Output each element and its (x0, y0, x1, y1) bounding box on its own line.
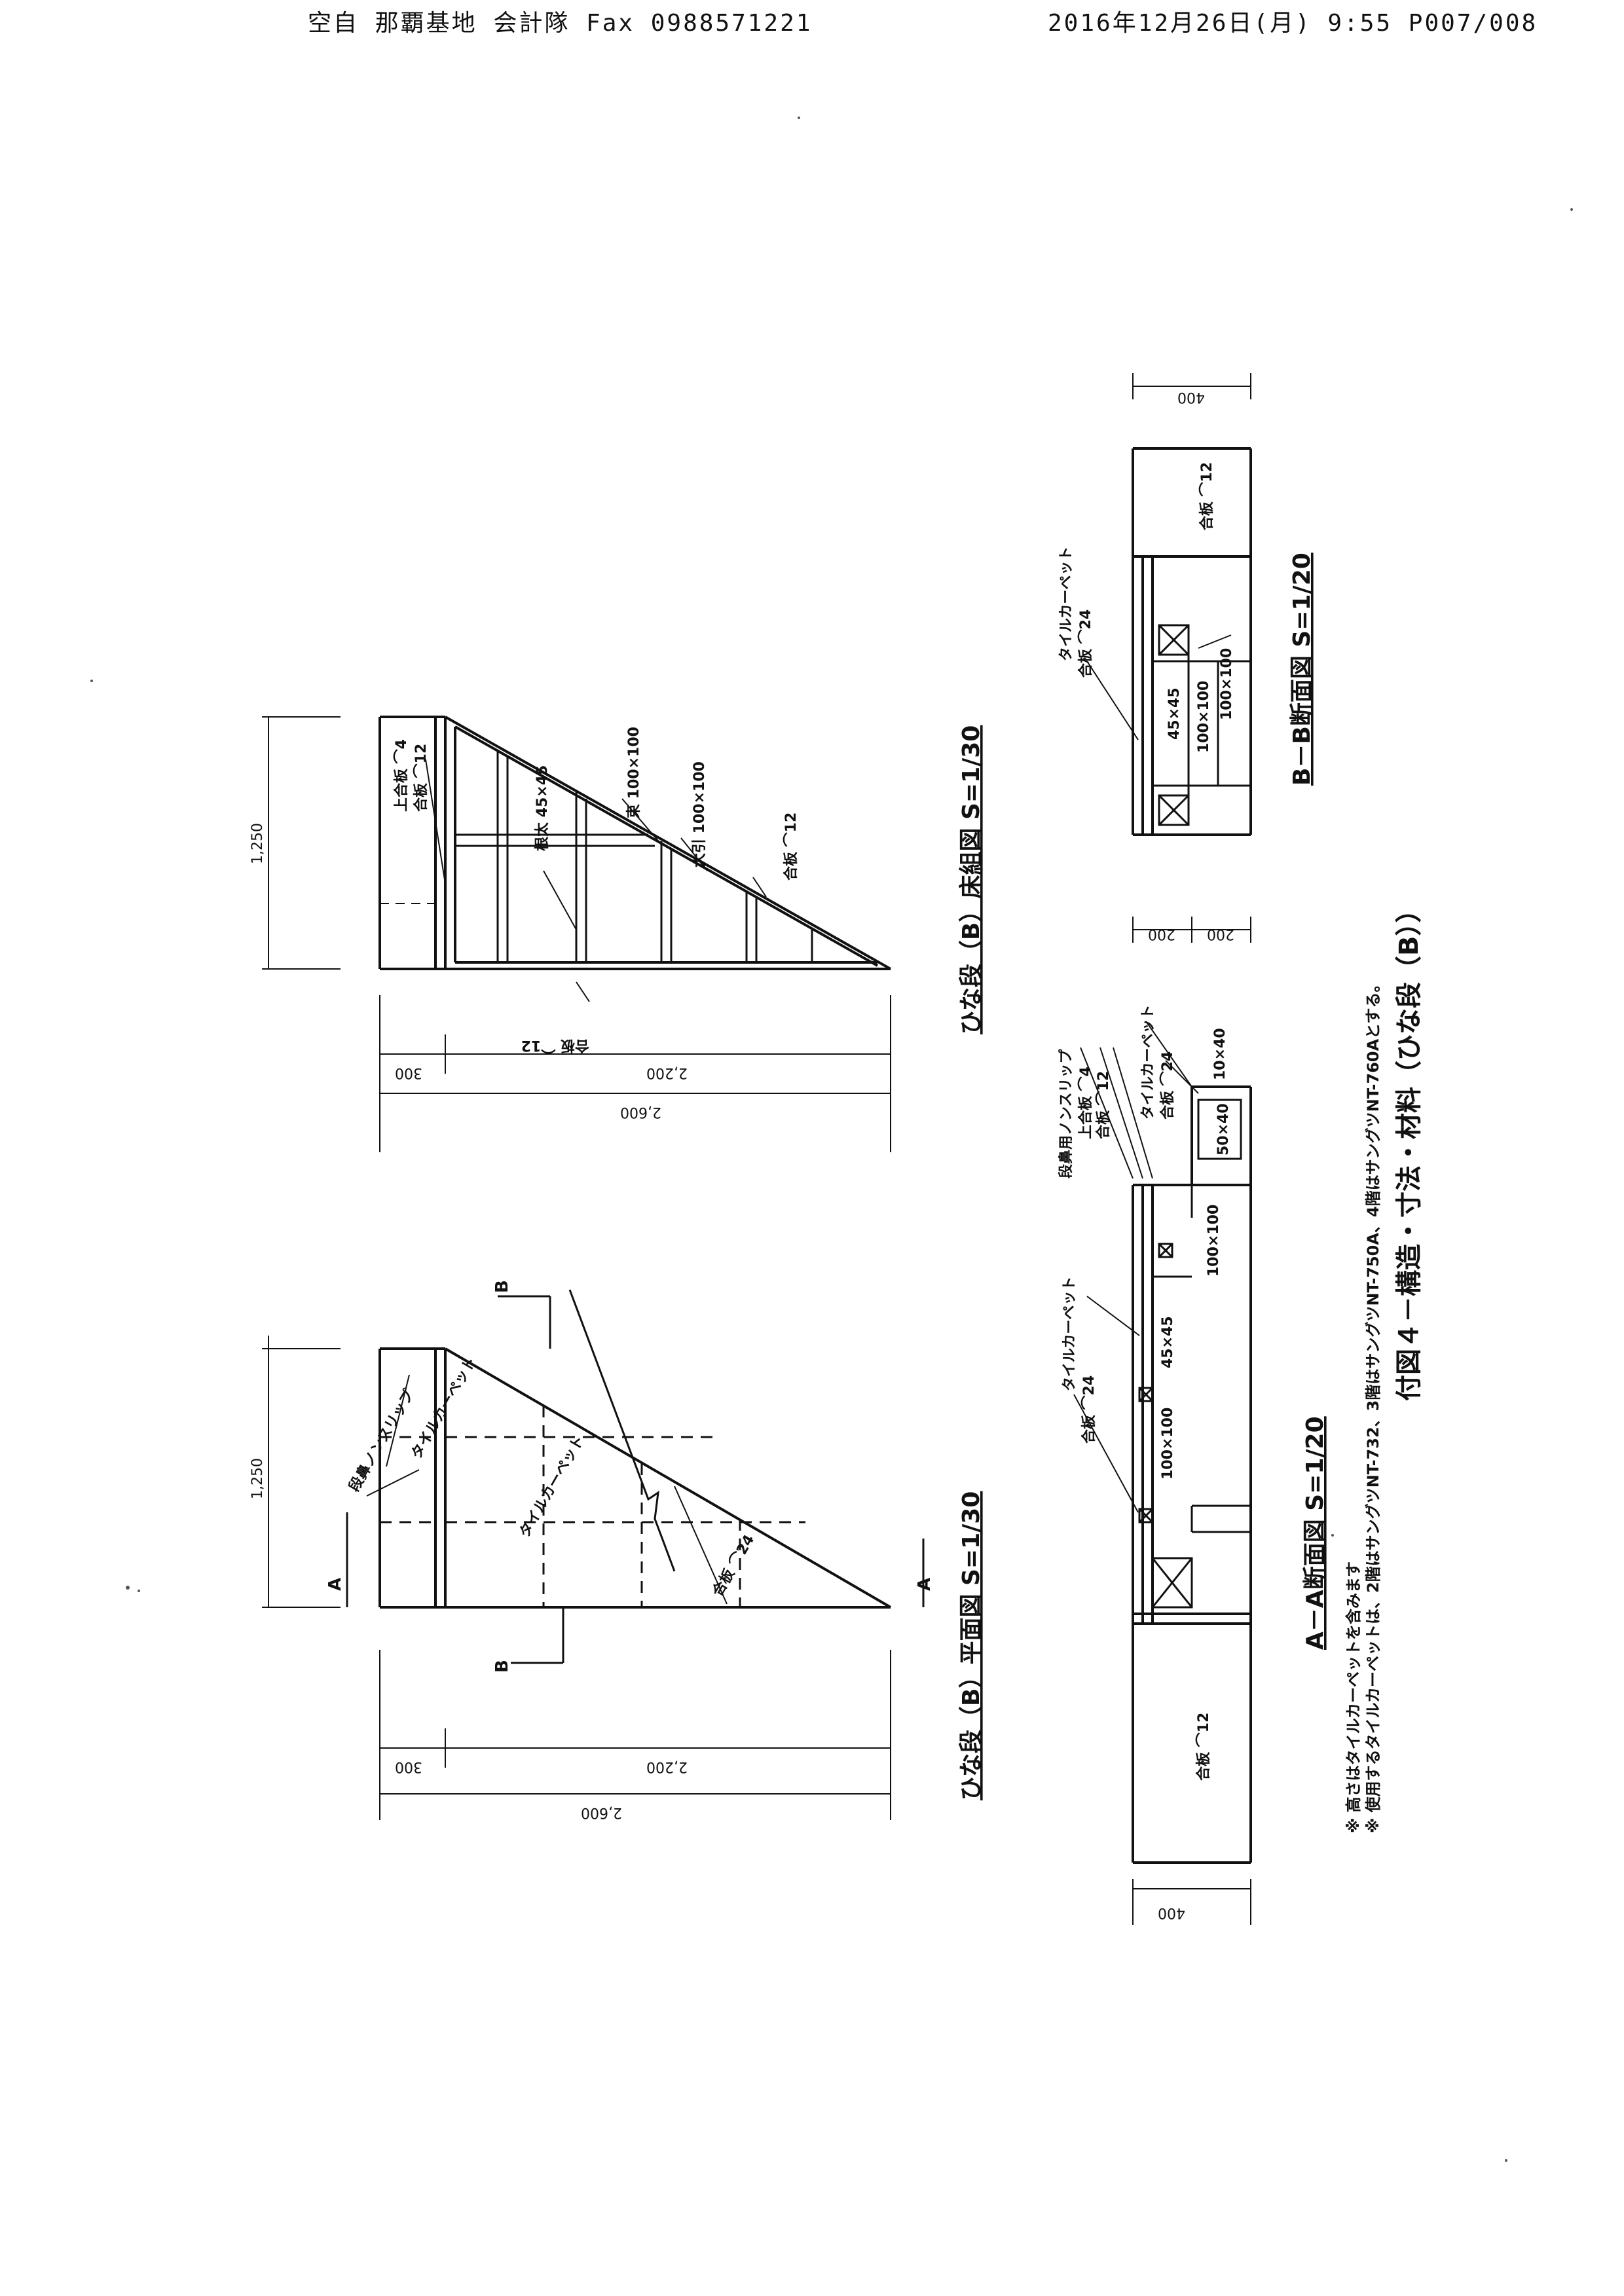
section-aa-label-carpet-2: タイルカーペット (1140, 1005, 1156, 1120)
frame-joists (455, 750, 813, 962)
section-bb-leaders (1086, 634, 1232, 740)
frame-dimension-lines (262, 716, 891, 1152)
section-aa-label-50x40: 50×40 (1215, 1103, 1232, 1156)
note-height: ※ 高さはタイルカーペットを含みます (1344, 1561, 1363, 1833)
section-bb-members (1153, 624, 1251, 826)
scan-speckles (90, 117, 1573, 2162)
frame-leaders (425, 759, 767, 1002)
fax-timestamp-page: 2016年12月26日(月) 9:55 P007/008 (1048, 10, 1538, 37)
frame-label-post: 束 100×100 (625, 727, 642, 818)
section-aa-dim-left: 400 (1158, 1904, 1185, 1921)
plan-leaders (366, 1374, 728, 1605)
floor-frame-title: ひな段（B）床組図 S=1/30 (958, 725, 985, 1034)
section-bb-outline (1132, 447, 1252, 836)
plan-break-line (568, 1289, 676, 1572)
frame-label-plywood-12a: 合板 ⌒12 (413, 744, 430, 812)
section-aa-leaders (1073, 1021, 1199, 1513)
section-aa-label-plywood-24b: 合板 ⌒24 (1159, 1051, 1176, 1120)
frame-label-top-plywood: 上合板 ⌒4 (393, 739, 410, 812)
plan-outline (378, 1347, 892, 1609)
section-aa-label-top-plywood: 上合板 ⌒4 (1077, 1066, 1094, 1139)
section-bb-label-carpet: タイルカーペット (1058, 547, 1075, 661)
frame-dim-main: 2,200 (646, 1065, 688, 1081)
plan-section-arrows (346, 1295, 925, 1664)
frame-dim-height: 1,250 (249, 823, 266, 864)
section-aa-dim-right-b: 200 (1207, 926, 1234, 942)
figure-caption: 付図４－構造・寸法・材料（ひな段（B）） (1394, 897, 1424, 1402)
plan-dim-step: 300 (395, 1758, 422, 1775)
section-bb-dim-top: 400 (1177, 389, 1205, 405)
section-bb-label-sill: 100×100 (1219, 648, 1235, 720)
section-aa-label-plywood-12: 合板 ⌒12 (1195, 1713, 1212, 1781)
frame-dim-step: 300 (395, 1065, 422, 1081)
plan-section-mark-a2: A (915, 1578, 934, 1591)
section-aa-label-joist: 45×45 (1160, 1316, 1176, 1368)
plan-section-mark-b1: B (492, 1280, 512, 1293)
frame-outline (378, 716, 891, 970)
section-aa-label-10x40: 10×40 (1212, 1028, 1228, 1080)
plan-carpet-grid (380, 1406, 805, 1607)
frame-label-joist: 根太 45×45 (534, 765, 551, 851)
section-bb-label-post: 100×100 (1196, 681, 1212, 753)
plan-dimension-lines (262, 1336, 891, 1820)
plan-label-plywood: 合板 ⌒24 (709, 1532, 758, 1599)
section-bb-label-joist: 45×45 (1166, 687, 1183, 740)
frame-label-sill: 大引 100×100 (692, 761, 708, 867)
section-aa-label-carpet-1: タイルカーペット (1061, 1277, 1078, 1391)
note-carpet-spec: ※ 使用するタイルカーペットは、2階はサングツNT-732、3階はサングツNT-… (1364, 977, 1382, 1833)
plan-view: A A B B 1,250 2,600 2,200 300 段鼻ノンスリップ タ… (249, 1280, 985, 1821)
frame-dim-total: 2,600 (620, 1104, 661, 1120)
section-aa-label-plywood-24a: 合板 ⌒24 (1080, 1376, 1098, 1444)
section-aa-members (1138, 1085, 1251, 1609)
section-bb-title: B－B断面図 S=1/20 (1289, 553, 1316, 786)
section-aa-outline (1132, 1085, 1252, 1864)
section-bb-label-plywood-24: 合板 ⌒24 (1077, 610, 1094, 678)
section-aa-label-plywood-12b: 合板 ⌒12 (1095, 1071, 1112, 1139)
section-aa-label-post: 100×100 (1160, 1408, 1176, 1480)
frame-label-plywood-12c: 合板 ⌒12 (521, 1037, 589, 1054)
section-aa-dim-right-a: 200 (1148, 926, 1175, 942)
plan-dim-total: 2,600 (581, 1804, 622, 1821)
plan-dim-main: 2,200 (646, 1758, 688, 1775)
plan-section-mark-b2: B (492, 1660, 512, 1673)
section-aa-label-nonslip: 段鼻用ノンスリップ (1058, 1048, 1075, 1178)
section-bb-dimension-lines (1132, 373, 1251, 399)
plan-label-nonslip: 段鼻ノンスリップ (346, 1386, 418, 1495)
section-bb-label-plywood-12: 合板 ⌒12 (1198, 462, 1215, 530)
fax-sender-line: 空自 那覇基地 会計隊 Fax 0988571221 (308, 10, 813, 37)
plan-label-carpet-2: タイルカーペット (517, 1433, 588, 1540)
section-aa: 400 200 200 合板 ⌒12 タイルカーペット 合板 ⌒24 45×45… (1058, 917, 1329, 1925)
plan-section-mark-a1: A (325, 1578, 345, 1591)
section-aa-label-sill: 100×100 (1206, 1205, 1222, 1277)
section-bb: 400 タイルカーペット 合板 ⌒24 45×45 100×100 100×10… (1058, 373, 1316, 836)
notes: ※ 高さはタイルカーペットを含みます ※ 使用するタイルカーペットは、2階はサン… (1344, 977, 1382, 1833)
section-aa-title: A－A断面図 S=1/20 (1302, 1416, 1329, 1650)
fax-header: 空自 那覇基地 会計隊 Fax 0988571221 2016年12月26日(月… (0, 0, 1624, 46)
section-aa-dimension-lines (1132, 917, 1251, 1925)
plan-dim-height: 1,250 (249, 1458, 266, 1499)
frame-label-plywood-12b: 合板 ⌒12 (783, 812, 800, 881)
plan-view-title: ひな段（B）平面図 S=1/30 (958, 1491, 985, 1800)
floor-frame-view: 1,250 2,600 2,200 300 上合板 ⌒4 合板 ⌒12 根太 4… (249, 716, 985, 1152)
